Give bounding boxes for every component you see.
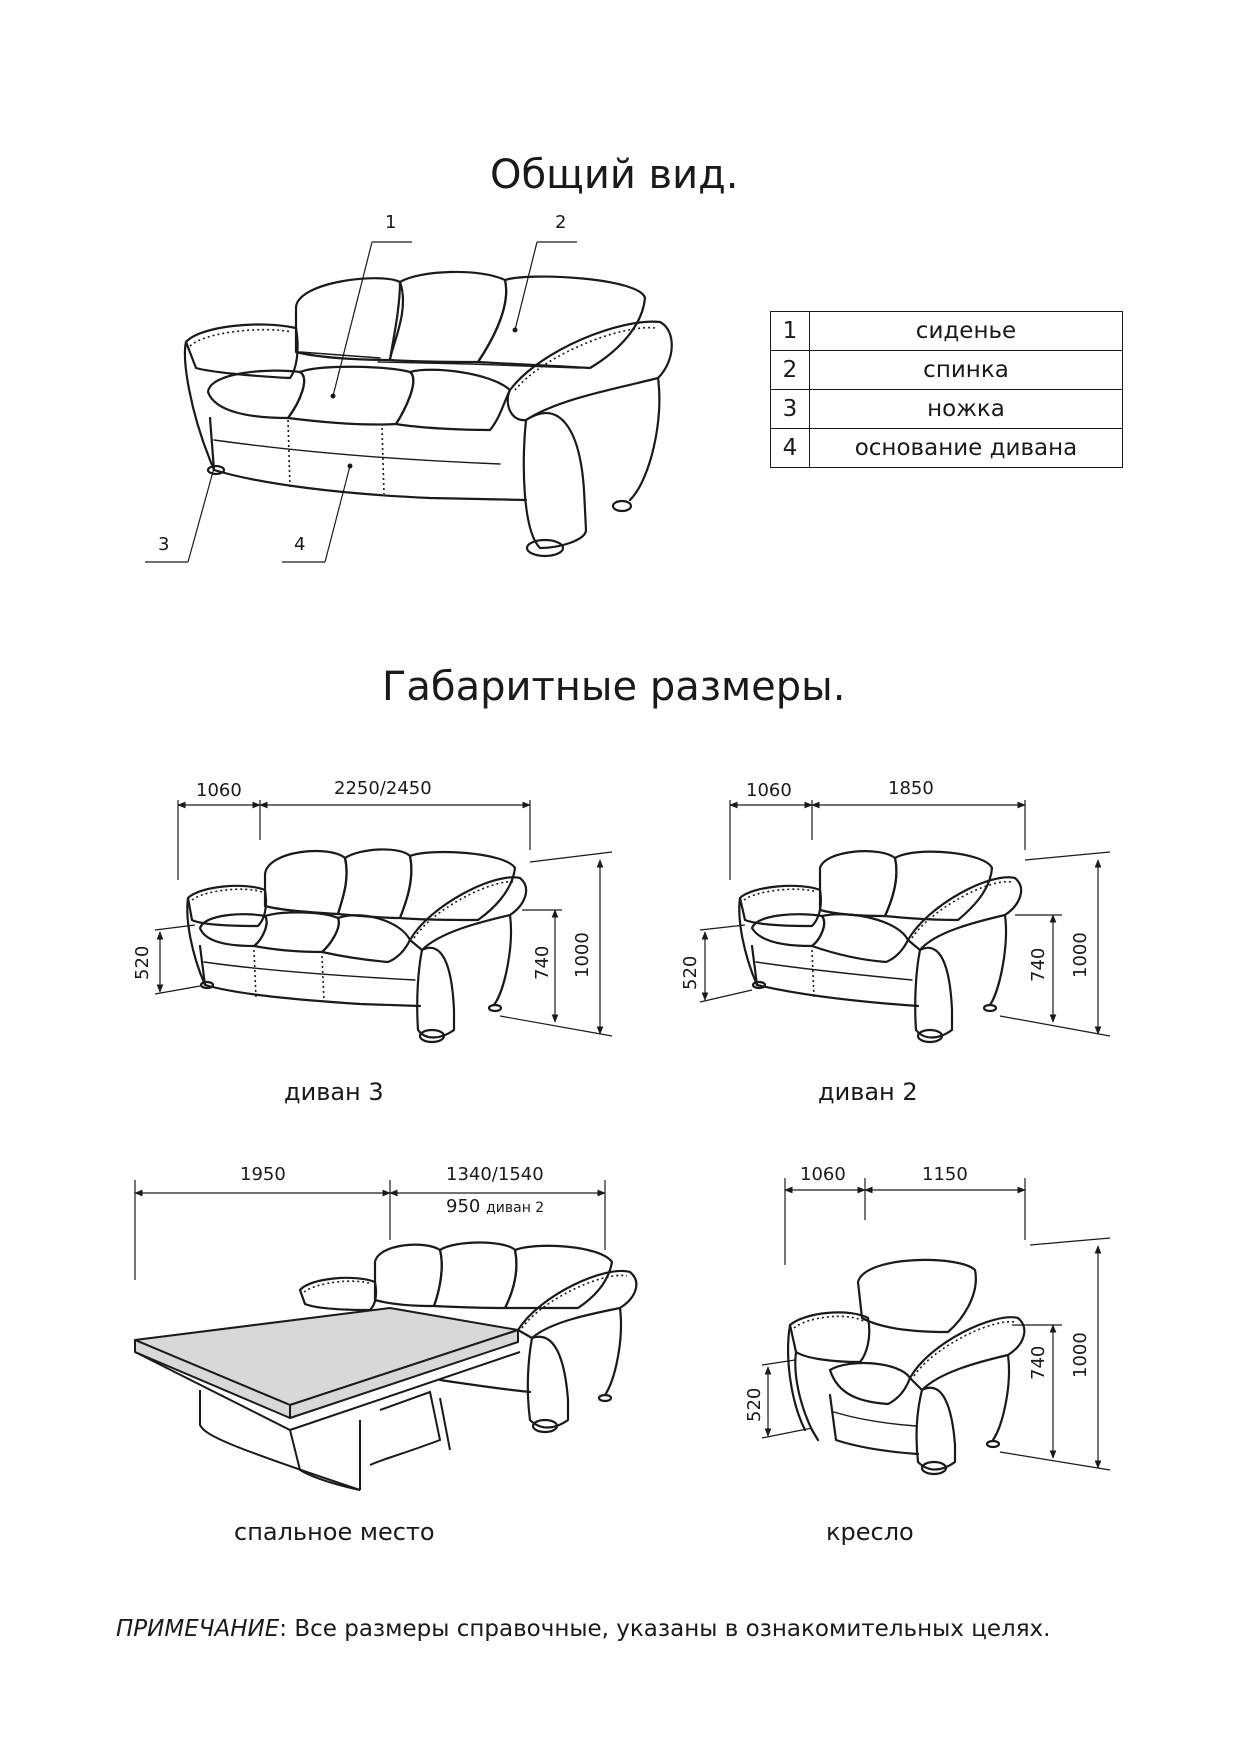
legend-number: 3 (770, 389, 810, 429)
legend-number: 4 (770, 428, 810, 468)
callout-3: 3 (158, 534, 170, 555)
sofa3-drawing (186, 848, 528, 1044)
legend-text: ножка (809, 389, 1123, 429)
bed-caption: спальное место (234, 1518, 435, 1546)
sofa3-height-label: 1000 (572, 932, 593, 978)
bed-width2-label: 950 диван 2 (446, 1196, 544, 1217)
chair-drawing (787, 1258, 1026, 1476)
legend-text: сиденье (809, 311, 1123, 351)
legend-text: спинка (809, 350, 1123, 390)
footnote-label: ПРИМЕЧАНИЕ (116, 1616, 280, 1642)
chair-back-label: 740 (1028, 1345, 1049, 1380)
chair-caption: кресло (826, 1518, 914, 1546)
sofa2-seat-label: 520 (680, 955, 701, 990)
sofa3-depth-label: 1060 (196, 780, 242, 801)
legend-row: 3 ножка (770, 389, 1123, 429)
callout-2: 2 (555, 212, 567, 233)
sofa2-dimension-lines (699, 800, 1111, 1037)
legend-row: 4 основание дивана (770, 428, 1123, 468)
sofa2-width-label: 1850 (888, 778, 934, 799)
chair-depth-label: 1060 (800, 1164, 846, 1185)
bed-width2-value: 950 (446, 1196, 481, 1217)
legend-number: 1 (770, 311, 810, 351)
legend-text: основание дивана (809, 428, 1123, 468)
callout-leaders (145, 241, 577, 563)
chair-seat-label: 520 (744, 1387, 765, 1422)
chair-width-label: 1150 (922, 1164, 968, 1185)
sofa3-seat-label: 520 (132, 945, 153, 980)
callout-4: 4 (294, 534, 306, 555)
bed-width-label: 1340/1540 (446, 1164, 544, 1185)
chair-dimension-lines (761, 1178, 1111, 1471)
bed-width2-note: диван 2 (486, 1200, 545, 1216)
callout-1: 1 (385, 212, 397, 233)
legend-row: 1 сиденье (770, 311, 1123, 351)
sofa2-back-label: 740 (1028, 947, 1049, 982)
general-sofa-drawing (183, 270, 673, 558)
footnote: ПРИМЕЧАНИЕ: Все размеры справочные, указ… (116, 1616, 1050, 1642)
chair-height-label: 1000 (1070, 1332, 1091, 1378)
legend-number: 2 (770, 350, 810, 390)
footnote-text: : Все размеры справочные, указаны в озна… (279, 1616, 1051, 1642)
sofa2-height-label: 1000 (1070, 932, 1091, 978)
sofa3-width-label: 2250/2450 (334, 778, 432, 799)
sofa2-depth-label: 1060 (746, 780, 792, 801)
sofa3-back-label: 740 (532, 945, 553, 980)
legend-row: 2 спинка (770, 350, 1123, 390)
general-view-title: Общий вид. (490, 152, 739, 198)
sofa2-drawing (738, 850, 1023, 1044)
bed-dimension-lines (134, 1180, 606, 1280)
sofa3-caption: диван 3 (284, 1078, 384, 1106)
sofa2-caption: диван 2 (818, 1078, 918, 1106)
sofa3-dimension-lines (154, 800, 613, 1037)
bed-length-label: 1950 (240, 1164, 286, 1185)
parts-legend-table: 1 сиденье 2 спинка 3 ножка 4 основание д… (770, 311, 1123, 468)
dimensions-title: Габаритные размеры. (382, 664, 846, 710)
bed-drawing (134, 1241, 638, 1491)
